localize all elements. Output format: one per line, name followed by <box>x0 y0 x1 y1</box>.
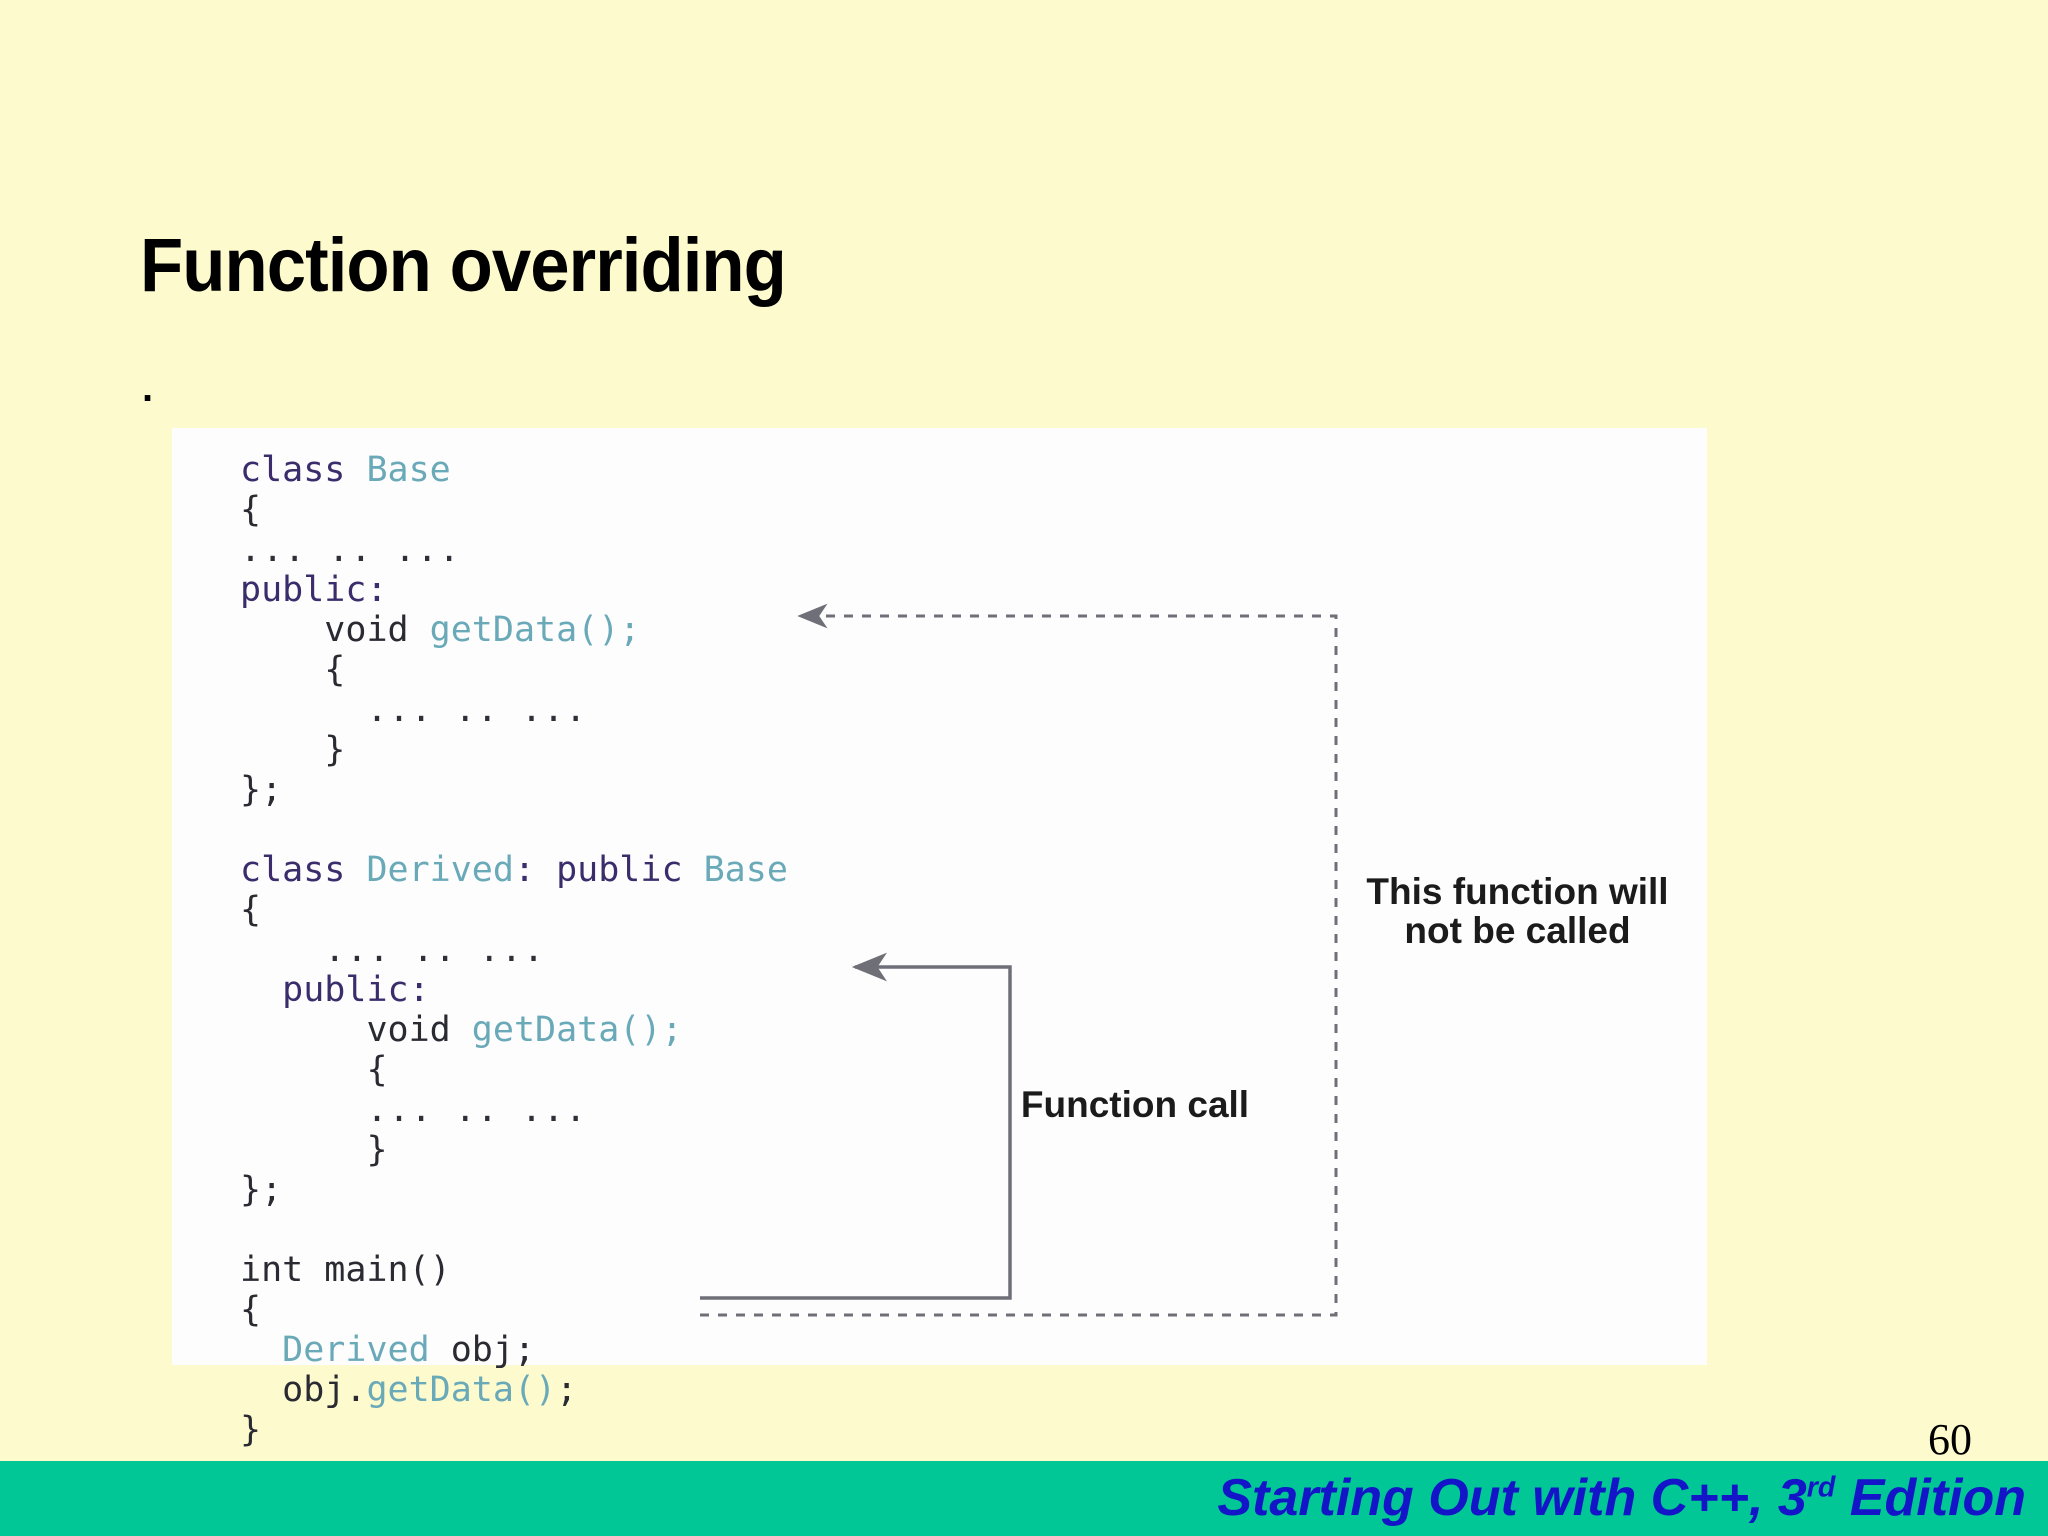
code-token: class <box>240 850 367 890</box>
code-line: { <box>240 490 788 530</box>
code-token: Base <box>366 450 451 490</box>
code-line: ... .. ... <box>240 690 788 730</box>
code-token: void <box>366 1010 472 1050</box>
code-line: { <box>240 890 788 930</box>
code-token: ... .. ... <box>366 1090 588 1130</box>
code-token: { <box>240 890 262 930</box>
code-line <box>240 1210 788 1250</box>
code-token: } <box>240 1410 262 1450</box>
code-token: int main() <box>240 1250 451 1290</box>
footer-title: Starting Out with C++, 3rd Edition <box>1217 1472 2026 1524</box>
code-token: } <box>324 730 346 770</box>
code-token: ; <box>556 1370 578 1410</box>
code-line: } <box>240 1130 788 1170</box>
code-token: { <box>240 490 262 530</box>
annotation-function-call: Function call <box>1020 1084 1250 1125</box>
code-token: getData() <box>366 1370 557 1410</box>
code-token: public: <box>240 570 388 610</box>
code-line: { <box>240 1290 788 1330</box>
code-token: Base <box>703 850 788 890</box>
code-token: Derived <box>282 1330 451 1370</box>
code-line: public: <box>240 570 788 610</box>
footer-title-main: Starting Out with C++, 3 <box>1217 1469 1807 1527</box>
code-line: } <box>240 1410 788 1450</box>
code-token: obj. <box>282 1370 367 1410</box>
code-line: }; <box>240 770 788 810</box>
code-token: ... .. ... <box>366 690 588 730</box>
code-token: } <box>366 1130 388 1170</box>
code-token: ... .. ... <box>324 930 546 970</box>
code-block: class Base{... .. ...public: void getDat… <box>240 450 788 1450</box>
code-line: { <box>240 650 788 690</box>
code-line: class Base <box>240 450 788 490</box>
code-line: ... .. ... <box>240 930 788 970</box>
page-number: 60 <box>1928 1415 1972 1464</box>
code-line: ... .. ... <box>240 1090 788 1130</box>
code-token: void <box>324 610 430 650</box>
code-token: ... .. ... <box>240 530 461 570</box>
code-line: ... .. ... <box>240 530 788 570</box>
code-token: { <box>324 650 346 690</box>
page-title: Function overriding <box>140 223 787 308</box>
annotation-not-called: This function will not be called <box>1366 871 1669 951</box>
code-line: void getData(); <box>240 1010 788 1050</box>
code-token: { <box>240 1290 262 1330</box>
code-line: Derived obj; <box>240 1330 788 1370</box>
code-line: }; <box>240 1170 788 1210</box>
code-token: getData(); <box>471 1010 683 1050</box>
footer-ordinal-suffix: rd <box>1806 1471 1836 1504</box>
bullet-marker: . <box>142 366 154 410</box>
code-token: getData(); <box>429 610 641 650</box>
code-line: } <box>240 730 788 770</box>
code-token: }; <box>240 1170 283 1210</box>
code-line: void getData(); <box>240 610 788 650</box>
code-token: Derived <box>366 850 514 890</box>
code-line: class Derived: public Base <box>240 850 788 890</box>
code-line: { <box>240 1050 788 1090</box>
code-line: public: <box>240 970 788 1010</box>
code-token: : public <box>513 850 704 890</box>
footer-band <box>0 1461 2048 1536</box>
code-line <box>240 810 788 850</box>
footer-title-tail: Edition <box>1835 1469 2026 1527</box>
code-token: obj; <box>450 1330 536 1370</box>
code-token: public: <box>282 970 430 1010</box>
code-token: class <box>240 450 367 490</box>
code-line: obj.getData(); <box>240 1370 788 1410</box>
code-token: { <box>366 1050 388 1090</box>
code-line: int main() <box>240 1250 788 1290</box>
code-token: }; <box>240 770 283 810</box>
